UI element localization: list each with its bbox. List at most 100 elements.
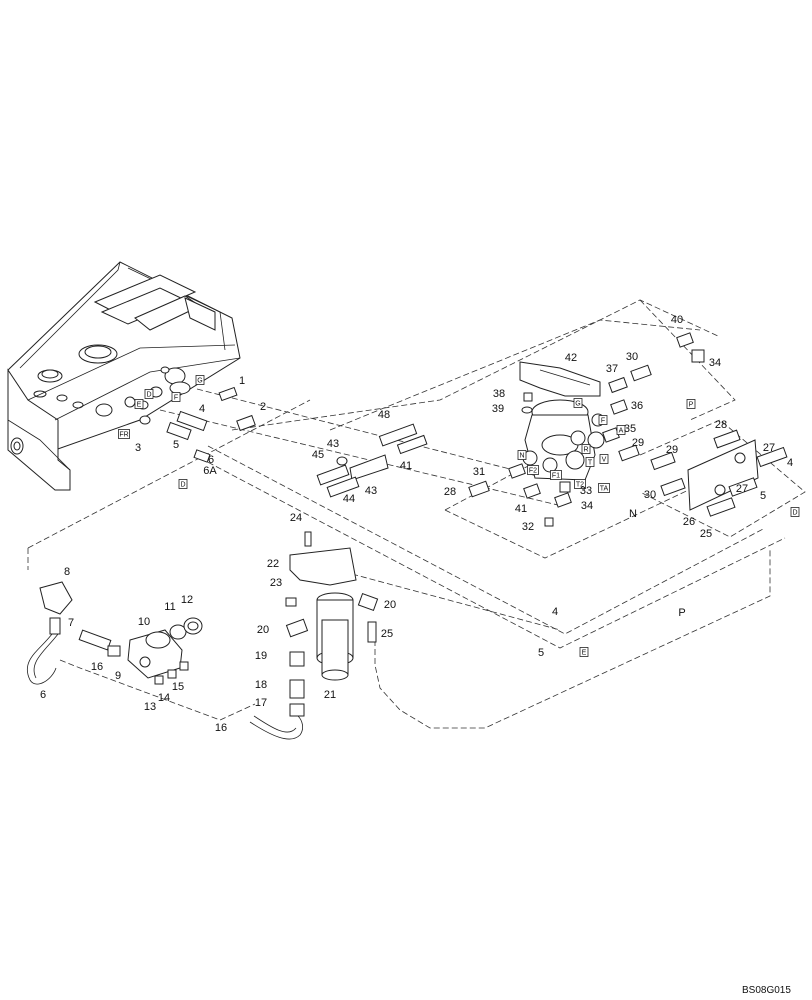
callout-label: 44 <box>343 493 355 505</box>
svg-text:F: F <box>174 395 178 402</box>
boxed-label: FR <box>118 429 130 439</box>
boxed-label: N <box>517 450 527 460</box>
svg-text:E: E <box>137 402 142 409</box>
boxed-label: G <box>573 398 583 408</box>
callout-label: 34 <box>581 500 593 512</box>
callout-label: 32 <box>522 521 534 533</box>
svg-text:F: F <box>601 418 605 425</box>
svg-text:D: D <box>180 482 185 489</box>
callout-label: 25 <box>381 628 393 640</box>
callout-label: 10 <box>138 616 150 628</box>
callout-label: 18 <box>255 679 267 691</box>
boxed-label: T <box>585 457 595 467</box>
boxed-label: D <box>178 479 188 489</box>
svg-text:P: P <box>689 402 694 409</box>
svg-text:F2: F2 <box>529 468 537 475</box>
callout-label: 1 <box>239 375 245 387</box>
callout-label: 29 <box>632 437 644 449</box>
callout-label: 17 <box>255 697 267 709</box>
callout-label: 11 <box>164 601 175 613</box>
boxed-label: F2 <box>527 465 539 475</box>
callout-label: 39 <box>492 403 504 415</box>
callout-label: 20 <box>384 599 396 611</box>
callout-label: 28 <box>444 486 456 498</box>
fittings-41-48 <box>316 423 428 498</box>
callout-label: 14 <box>158 692 170 704</box>
callout-label: 3 <box>135 442 141 454</box>
boxed-label: F <box>598 415 608 425</box>
callout-label: 8 <box>64 566 70 578</box>
callout-label: 48 <box>378 409 390 421</box>
callout-label: 20 <box>257 624 269 636</box>
svg-text:V: V <box>602 457 607 464</box>
callout-label: 26 <box>683 516 695 528</box>
svg-text:T2: T2 <box>576 482 584 489</box>
callout-label: 36 <box>631 400 643 412</box>
boxed-label: A <box>616 425 626 435</box>
callout-label: 27 <box>763 442 775 454</box>
callout-label: 15 <box>172 681 184 693</box>
callout-label: 43 <box>327 438 339 450</box>
svg-text:D: D <box>146 392 151 399</box>
callout-label: 31 <box>473 466 485 478</box>
callout-label: 9 <box>115 670 121 682</box>
svg-text:TA: TA <box>600 486 609 493</box>
callout-label: 35 <box>624 423 636 435</box>
callout-label: 38 <box>493 388 505 400</box>
boxed-label: V <box>599 454 609 464</box>
callout-label: 13 <box>144 701 156 713</box>
svg-text:FR: FR <box>119 432 128 439</box>
filter-assembly <box>249 531 379 740</box>
callout-label: 24 <box>290 512 302 524</box>
callout-label: 34 <box>709 357 721 369</box>
boxed-label: E <box>579 647 589 657</box>
routing-lines <box>27 299 806 729</box>
callout-label-layer: 1234566A48434541434442383937304034363529… <box>40 314 793 734</box>
lower-left-assembly <box>26 581 203 685</box>
callout-label: 23 <box>270 577 282 589</box>
pilot-valve <box>468 332 705 527</box>
svg-text:T: T <box>588 460 593 467</box>
svg-text:N: N <box>519 453 524 460</box>
boxed-label: TA <box>598 483 610 493</box>
boxed-label: P <box>686 399 696 409</box>
callout-label: 25 <box>700 528 712 540</box>
svg-text:D: D <box>792 510 797 517</box>
drawing-code: BS08G015 <box>742 985 791 996</box>
boxed-label: G <box>195 375 205 385</box>
callout-label: 5 <box>538 647 544 659</box>
machine-frame <box>7 261 241 491</box>
callout-label: 4 <box>199 403 205 415</box>
callout-label: 4 <box>787 457 793 469</box>
callout-label: 30 <box>626 351 638 363</box>
boxed-label: E <box>134 399 144 409</box>
svg-text:E: E <box>582 650 587 657</box>
callout-label: 5 <box>760 490 766 502</box>
svg-text:G: G <box>197 378 202 385</box>
svg-text:F1: F1 <box>552 473 560 480</box>
svg-text:G: G <box>575 401 580 408</box>
callout-label: 40 <box>671 314 683 326</box>
callout-label: 45 <box>312 449 324 461</box>
callout-label: 12 <box>181 594 193 606</box>
callout-label: 29 <box>666 444 678 456</box>
svg-text:R: R <box>583 447 588 454</box>
callout-label: 16 <box>215 722 227 734</box>
callout-label: 27 <box>736 483 748 495</box>
callout-label: 5 <box>173 439 179 451</box>
boxed-label: F <box>171 392 181 402</box>
svg-text:A: A <box>619 428 624 435</box>
boxed-label: D <box>790 507 800 517</box>
boxed-label: T2 <box>574 479 586 489</box>
callout-label: N <box>629 508 637 520</box>
callout-label: 37 <box>606 363 618 375</box>
boxed-label: F1 <box>550 470 562 480</box>
boxed-label: D <box>144 389 154 399</box>
callout-label: 2 <box>260 401 266 413</box>
callout-label: 28 <box>715 419 727 431</box>
callout-label: 41 <box>515 503 527 515</box>
callout-label: 6 <box>40 689 46 701</box>
callout-label: 6 <box>208 454 214 466</box>
